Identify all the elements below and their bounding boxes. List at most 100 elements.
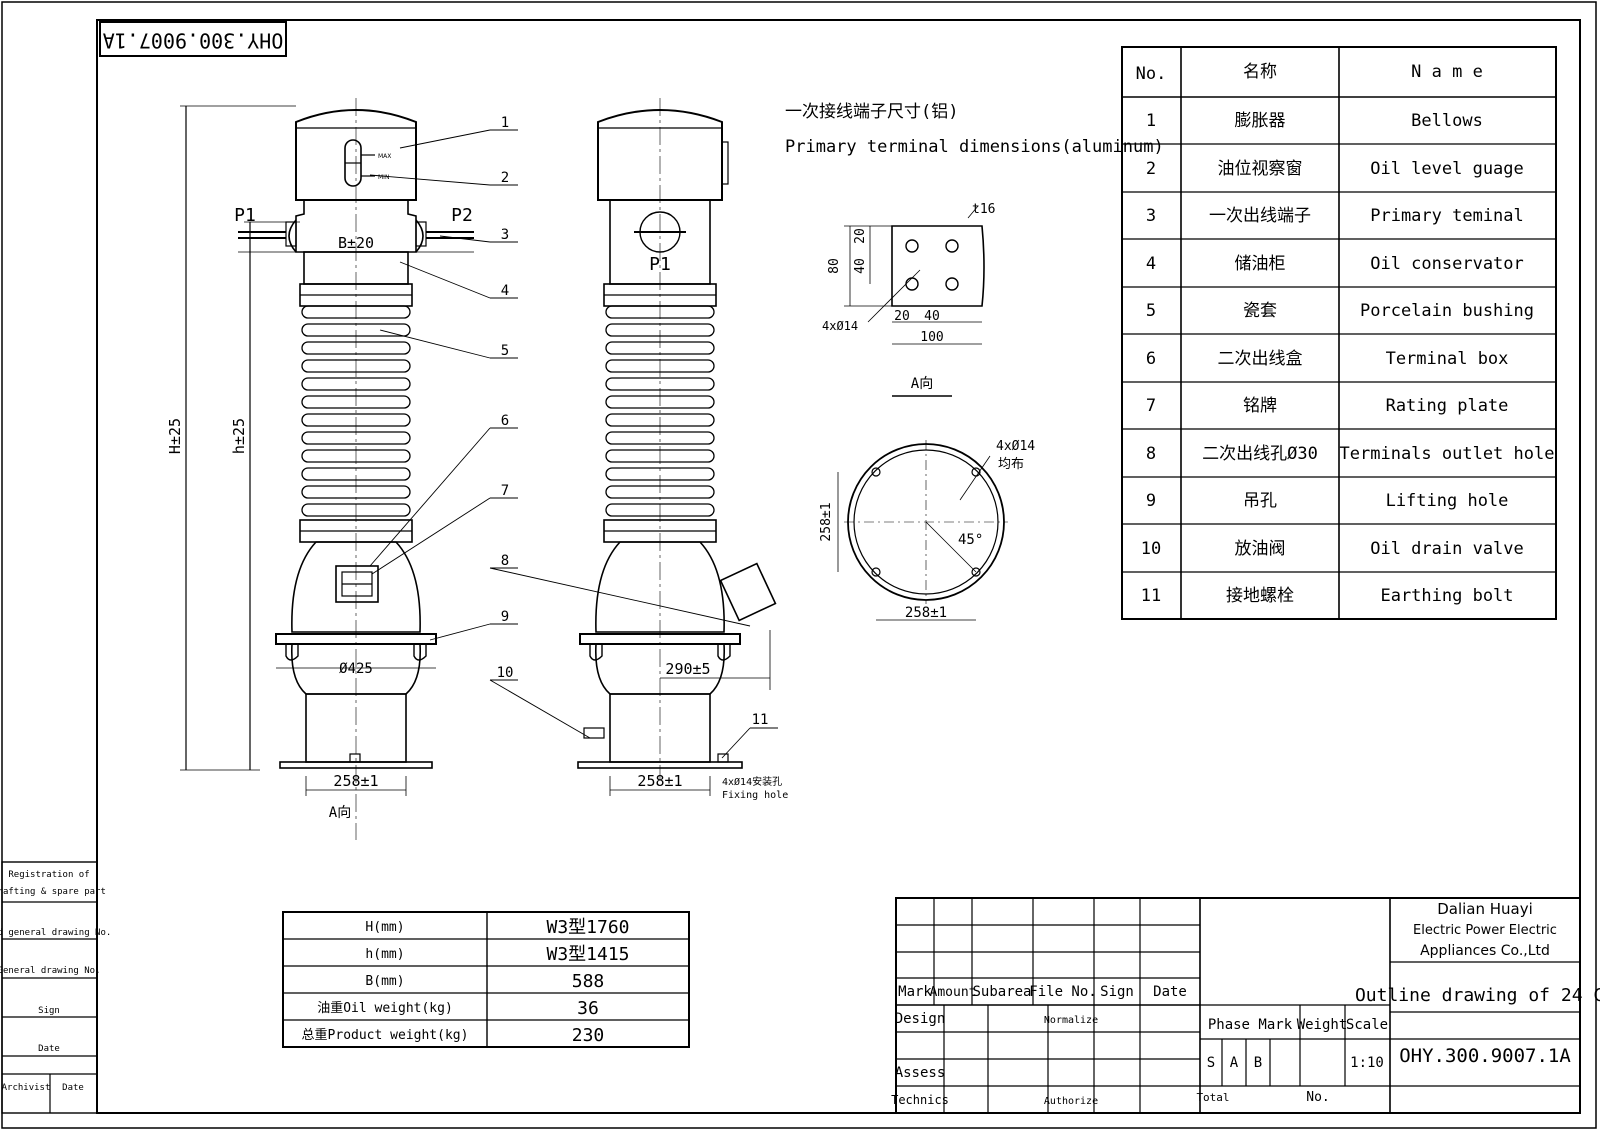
parts-row-cn: 铭牌 — [1243, 396, 1277, 416]
terminal-20b: 20 — [894, 309, 910, 324]
dim-dia: Ø425 — [339, 661, 373, 677]
parts-row-en: Primary teminal — [1370, 206, 1524, 226]
parts-row-no: 3 — [1146, 206, 1156, 226]
dim-H: H±25 — [166, 418, 184, 454]
parts-table: No. 名称 N a m e 1 膨胀器 Bellows 2 油位视察窗 Oil… — [1121, 46, 1557, 620]
side-date: Date — [38, 1044, 60, 1054]
callout-8: 8 — [501, 553, 509, 569]
terminal-100: 100 — [920, 330, 943, 345]
side-old-drawing: Old general drawing No. — [0, 928, 111, 938]
callout-11: 11 — [752, 712, 769, 728]
tb-authorize: Authorize — [1044, 1096, 1098, 1107]
tb-normalize: Normalize — [1044, 1015, 1098, 1026]
company-line1: Dalian Huayi — [1437, 900, 1533, 918]
tb-phase-mark: Phase Mark — [1208, 1017, 1293, 1033]
parts-row-no: 6 — [1146, 349, 1156, 369]
spec-label: B(mm) — [365, 974, 404, 989]
spec-label: 总重Product weight(kg) — [302, 1027, 469, 1043]
parts-row-cn: 二次出线孔Ø30 — [1202, 444, 1318, 464]
title-block: Mark Amount Subarea File No. Sign Date D… — [891, 897, 1600, 1114]
callout-3: 3 — [501, 227, 509, 243]
gauge-max: MAX — [378, 153, 391, 160]
spec-table: H(mm) W3型1760 h(mm) W3型1415 B(mm) 588 油重… — [282, 911, 690, 1048]
spec-label: 油重Oil weight(kg) — [317, 1000, 453, 1016]
drawing-number-box — [99, 21, 287, 57]
company-line2: Electric Power Electric — [1413, 923, 1557, 938]
parts-row-no: 10 — [1141, 539, 1161, 559]
side-archivist-date: Date — [62, 1083, 84, 1093]
terminal-holes: 4xØ14 — [822, 319, 858, 333]
spec-label: H(mm) — [365, 920, 404, 935]
front-base-dim: 258±1 — [333, 772, 378, 790]
parts-row-cn: 储油柜 — [1235, 254, 1286, 274]
callout-6: 6 — [501, 413, 509, 429]
callout-leaders — [369, 129, 778, 759]
callout-numbers: 1 2 3 4 5 6 7 8 9 10 11 — [497, 115, 769, 728]
tb-date: Date — [1153, 984, 1187, 1000]
terminal-20a: 20 — [853, 228, 868, 244]
dim-h: h±25 — [230, 418, 248, 454]
tb-design: Design — [895, 1011, 946, 1027]
parts-row-en: Lifting hole — [1386, 491, 1509, 511]
callout-10: 10 — [497, 665, 514, 681]
flange-holes-cn: 均布 — [998, 457, 1024, 472]
spec-label: h(mm) — [365, 947, 404, 962]
company-line3: Appliances Co.,Ltd — [1420, 943, 1550, 959]
front-p1: P1 — [234, 205, 256, 226]
side-p1: P1 — [649, 254, 671, 275]
parts-row-no: 8 — [1146, 444, 1156, 464]
parts-header-en: N a m e — [1411, 62, 1483, 82]
parts-header-cn: 名称 — [1243, 62, 1277, 82]
parts-row-en: Rating plate — [1386, 396, 1509, 416]
spec-value: W3型1415 — [546, 944, 629, 965]
terminal-40a: 40 — [853, 258, 868, 274]
tb-subarea: Subarea — [972, 984, 1031, 1000]
parts-row-en: Oil level guage — [1370, 159, 1524, 179]
flange-holes: 4xØ14 — [996, 439, 1035, 454]
terminal-40b: 40 — [924, 309, 940, 324]
parts-row-en: Terminals outlet hole — [1340, 444, 1555, 464]
terminal-title-cn: 一次接线端子尺寸(铝) — [785, 102, 958, 122]
side-registration-1: Registration of — [8, 870, 89, 880]
parts-row-en: Bellows — [1411, 111, 1483, 131]
parts-row-no: 9 — [1146, 491, 1156, 511]
side-view: P1 290±5 — [577, 98, 788, 801]
callout-1: 1 — [501, 115, 509, 131]
parts-row-no: 11 — [1141, 586, 1161, 606]
side-general-drawing: General drawing No. — [0, 966, 100, 976]
tb-total: Total — [1196, 1091, 1229, 1104]
front-view: H±25 h±25 MAX MIN P1 P2 B±20 — [166, 98, 474, 840]
parts-row-en: Porcelain bushing — [1360, 301, 1534, 321]
tb-technics: Technics — [891, 1093, 949, 1107]
parts-row-no: 2 — [1146, 159, 1156, 179]
parts-row-cn: 放油阀 — [1235, 539, 1286, 559]
parts-row-cn: 吊孔 — [1243, 491, 1277, 511]
callout-7: 7 — [501, 483, 509, 499]
parts-row-en: Oil drain valve — [1370, 539, 1524, 559]
side-archivist: Archivist — [2, 1083, 51, 1093]
callout-5: 5 — [501, 343, 509, 359]
spec-value: W3型1760 — [546, 917, 629, 938]
parts-row-cn: 瓷套 — [1243, 301, 1277, 321]
tb-sign: Sign — [1100, 984, 1134, 1000]
side-registration-2: drafting & spare part — [0, 887, 106, 897]
parts-row-cn: 一次出线端子 — [1209, 206, 1311, 226]
parts-row-cn: 油位视察窗 — [1218, 159, 1303, 179]
side-registration-table: Registration of drafting & spare part Ol… — [0, 861, 111, 1114]
parts-row-cn: 二次出线盒 — [1218, 349, 1303, 369]
tb-phase-s: S — [1207, 1055, 1215, 1071]
fixing-hole-en: Fixing hole — [722, 790, 788, 801]
terminal-a-view: A向 — [911, 376, 933, 392]
tb-mark: Mark — [898, 984, 932, 1000]
gauge-min: MIN — [378, 174, 389, 181]
terminal-80: 80 — [827, 258, 842, 274]
flange-hdim: 258±1 — [905, 605, 947, 621]
front-p2: P2 — [451, 205, 473, 226]
drawing-number: OHY.300.9007.1A — [1399, 1045, 1571, 1067]
callout-9: 9 — [501, 609, 509, 625]
parts-header-no: No. — [1136, 64, 1167, 84]
tb-phase-a: A — [1230, 1055, 1239, 1071]
parts-row-cn: 膨胀器 — [1235, 111, 1286, 131]
terminal-t16: t16 — [972, 202, 995, 217]
